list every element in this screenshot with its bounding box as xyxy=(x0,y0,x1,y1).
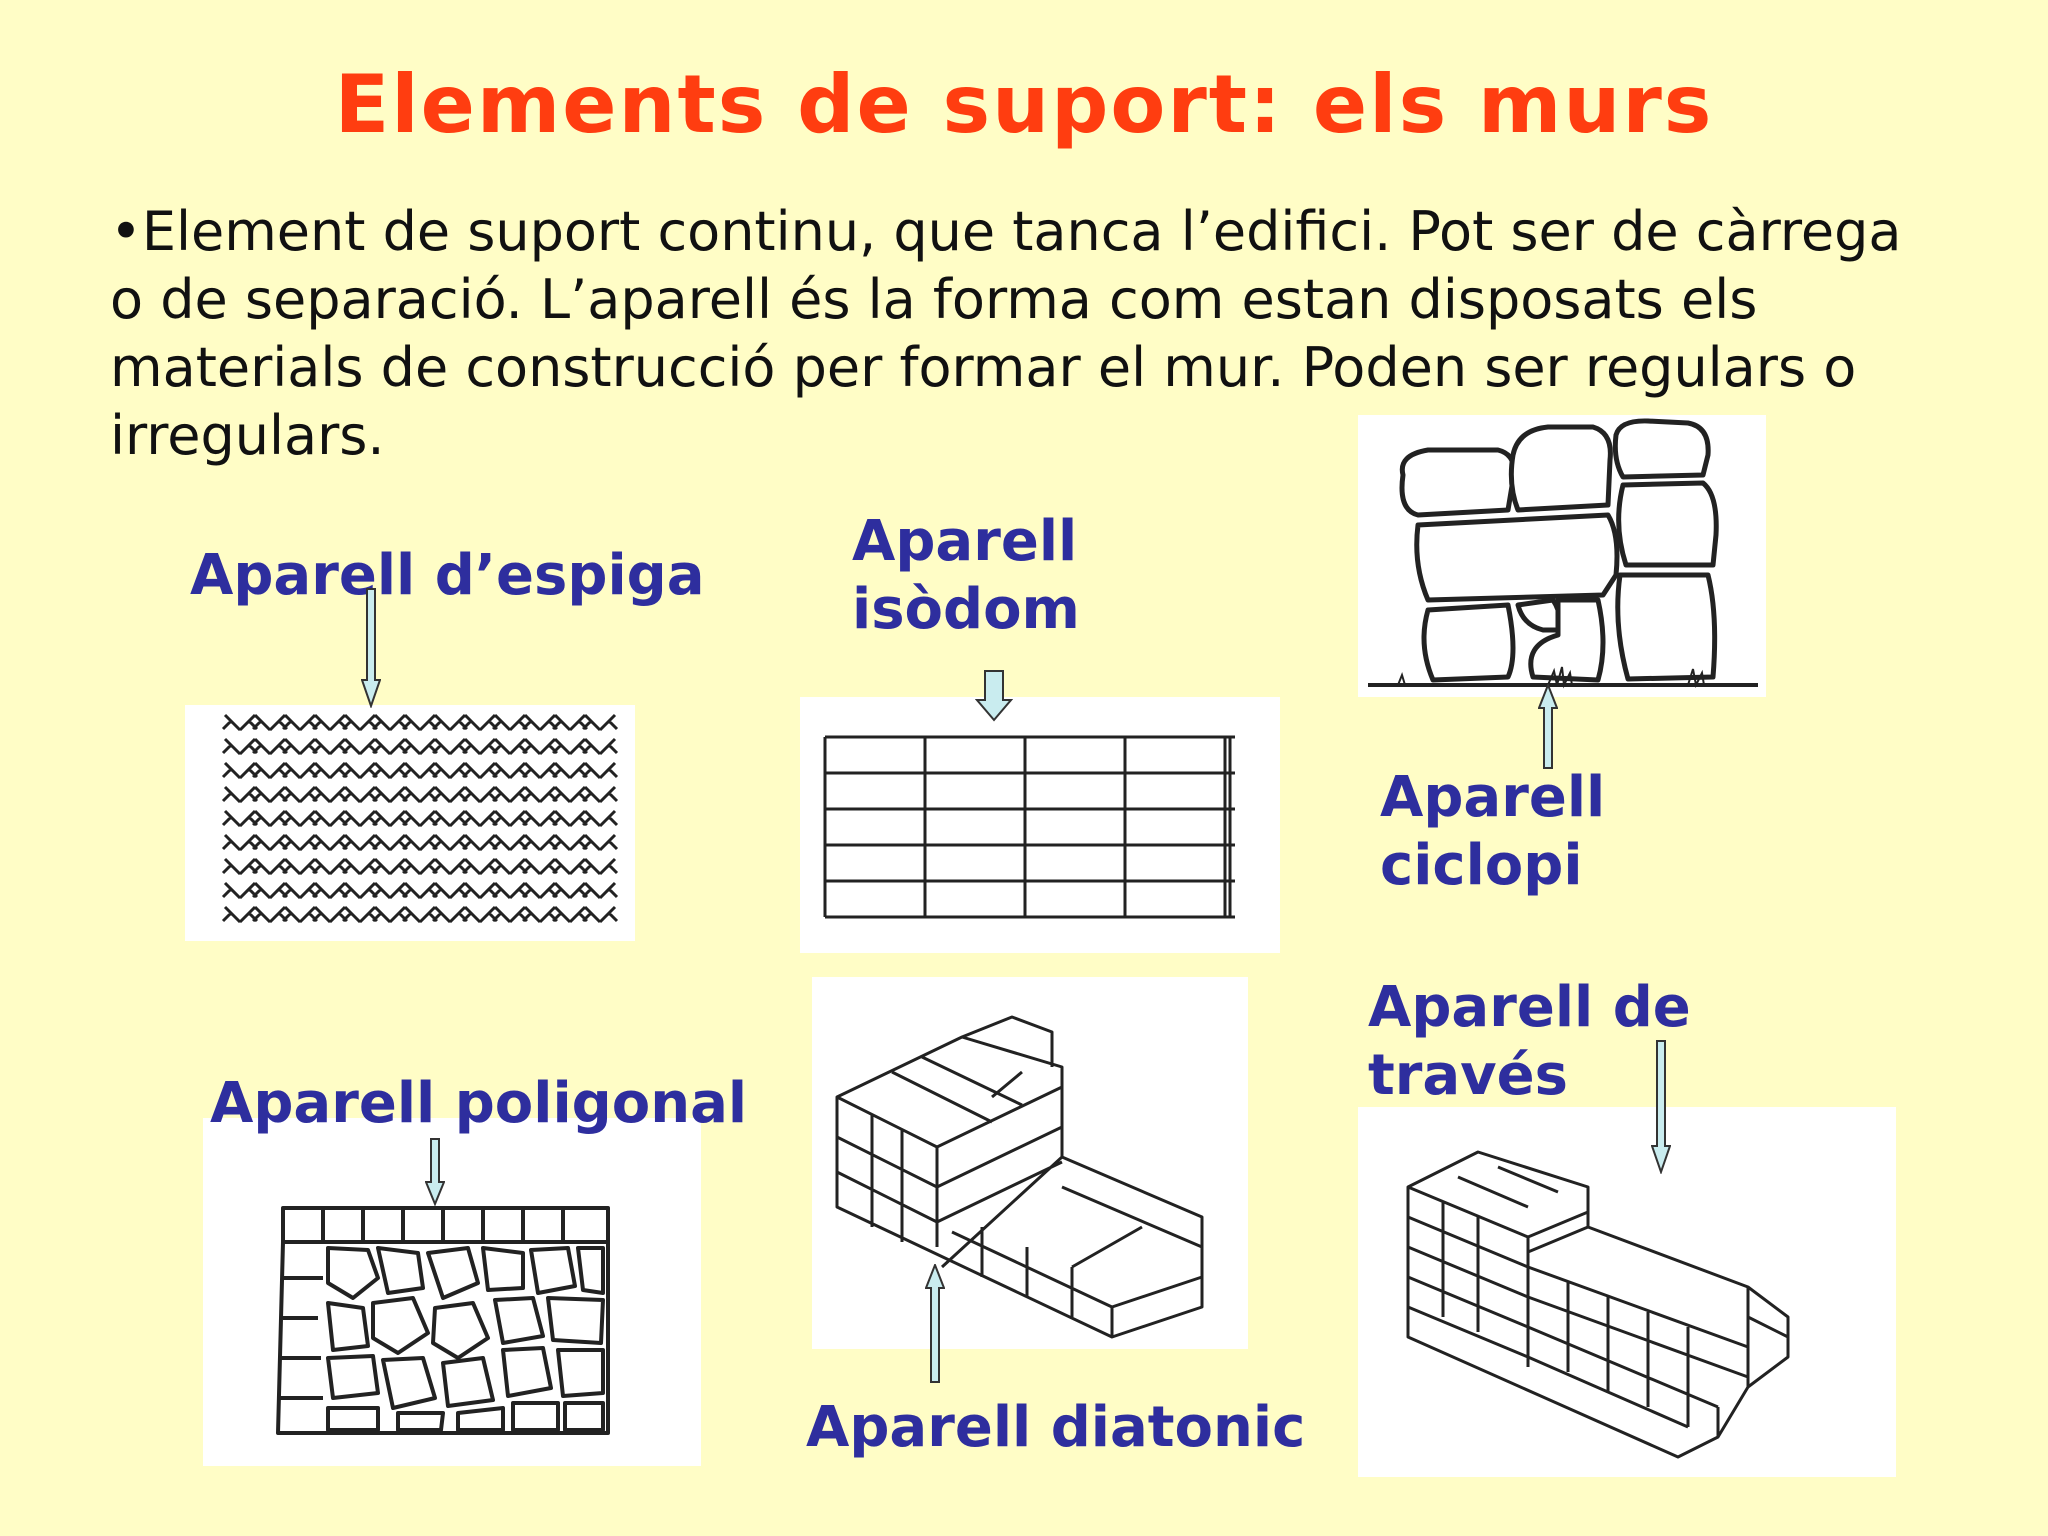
label-aparell-poligonal: Aparell poligonal xyxy=(210,1071,748,1136)
diatonic-wall-image xyxy=(812,977,1248,1349)
polygonal-wall-image xyxy=(203,1118,701,1466)
arrow-up-diatonic xyxy=(925,1264,945,1384)
slide-title: Elements de suport: els murs xyxy=(334,58,1714,151)
label-aparell-isodom: Aparell isòdom xyxy=(852,509,1080,642)
cyclopean-wall-image xyxy=(1358,415,1766,697)
traves-wall-image xyxy=(1358,1107,1896,1477)
arrow-down-isodom xyxy=(975,670,1013,722)
label-aparell-diatonic: Aparell diatonic xyxy=(806,1395,1306,1460)
label-aparell-espiga: Aparell d’espiga xyxy=(190,543,705,608)
arrow-up-ciclopi xyxy=(1538,684,1558,770)
arrow-down-poligonal xyxy=(425,1138,445,1206)
intro-paragraph: •Element de suport continu, que tanca l’… xyxy=(110,200,1902,467)
arrow-down-espiga xyxy=(361,588,381,708)
label-aparell-ciclopi: Aparell ciclopi xyxy=(1380,765,1606,898)
herringbone-wall-image xyxy=(185,705,635,941)
label-aparell-traves: Aparell de través xyxy=(1368,975,1691,1108)
isodomic-wall-image xyxy=(800,697,1280,953)
arrow-down-traves xyxy=(1651,1040,1671,1174)
